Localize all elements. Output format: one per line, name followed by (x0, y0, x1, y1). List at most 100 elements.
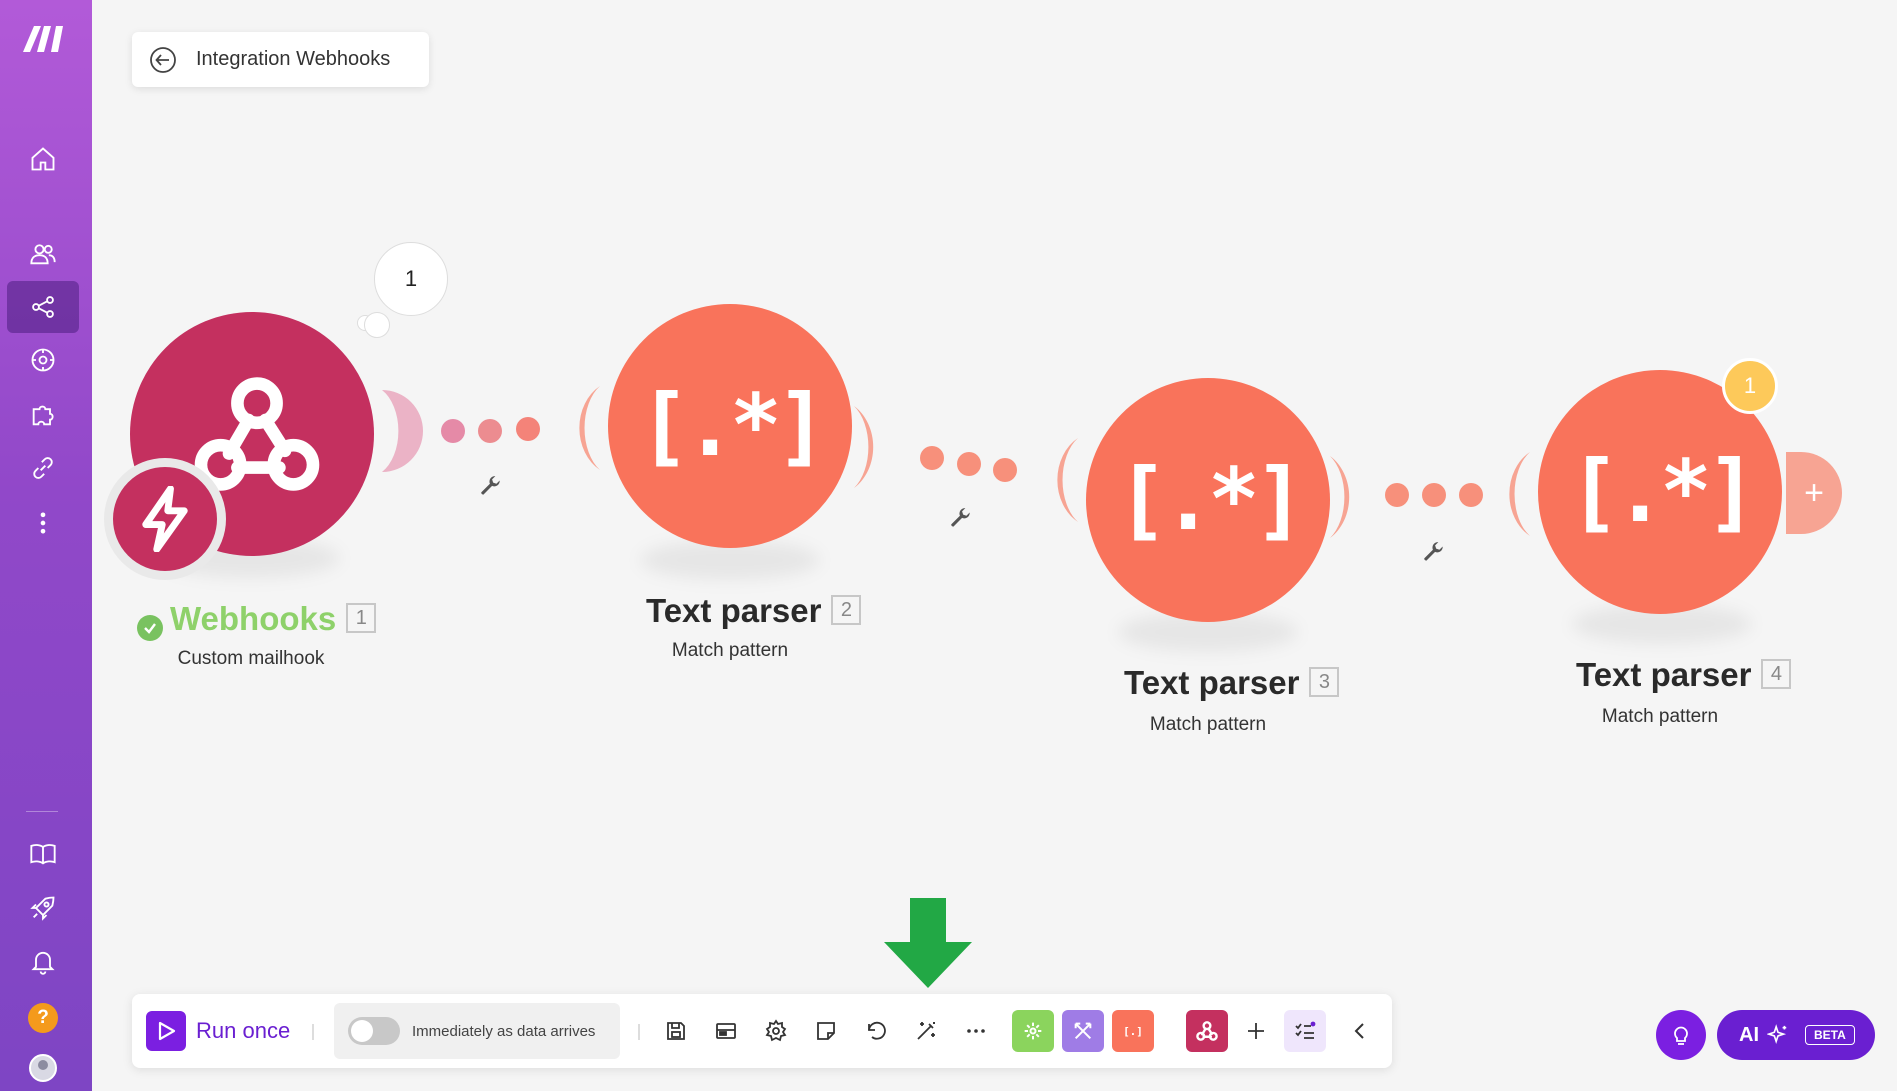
toolbar-separator (638, 1024, 640, 1040)
sidebar-item-team[interactable] (7, 228, 79, 280)
settings-button[interactable] (756, 1009, 796, 1053)
team-icon (30, 244, 56, 265)
add-module-icon[interactable]: + (1786, 452, 1842, 534)
bubble-medium (364, 312, 390, 338)
module-text-parser-3[interactable]: [.*] (1086, 378, 1330, 622)
wrench-icon[interactable] (948, 506, 974, 532)
wrench-icon[interactable] (478, 474, 504, 500)
notes-button[interactable] (806, 1009, 846, 1053)
module-number: 3 (1309, 667, 1340, 698)
save-button[interactable] (656, 1009, 696, 1053)
rocket-icon (30, 896, 55, 921)
flow-control-app-button[interactable] (1062, 1009, 1104, 1053)
sparkles-icon (1767, 1024, 1787, 1045)
module-title-text: Text parser (1124, 664, 1300, 701)
module-3-connector-out (1330, 456, 1350, 538)
run-once-label: Run once (196, 1018, 291, 1043)
instant-trigger-badge (104, 458, 226, 580)
toolbar-separator (312, 1024, 314, 1040)
module-2-connector-out (854, 406, 874, 488)
wrench-icon[interactable] (1421, 540, 1447, 566)
sidebar-item-scenarios[interactable] (7, 281, 79, 333)
module-subtitle: Match pattern (1601, 706, 1719, 727)
sidebar-item-home[interactable] (7, 133, 79, 185)
module-text-parser-2[interactable]: [.*] (608, 304, 852, 548)
sidebar-item-docs[interactable] (7, 828, 79, 880)
module-subtitle: Match pattern (1149, 714, 1267, 735)
sidebar-item-connections[interactable] (7, 442, 79, 494)
sidebar-divider (26, 811, 58, 812)
more-vertical-icon (40, 512, 46, 534)
module-title-text: Webhooks (170, 600, 337, 637)
module-webhooks[interactable] (130, 312, 374, 556)
avatar (29, 1054, 57, 1082)
sidebar-item-templates[interactable] (7, 334, 79, 386)
operations-bubble[interactable]: 1 (374, 242, 448, 316)
schedule-toggle[interactable] (348, 1017, 400, 1045)
ai-label: AI (1739, 1023, 1759, 1046)
help-icon: ? (28, 1003, 58, 1033)
sidebar-item-more[interactable] (7, 497, 79, 549)
module-title: Text parser 4 (1576, 656, 1792, 694)
connector-dot (441, 419, 465, 443)
save-icon (667, 1022, 685, 1040)
annotation-arrow-icon (884, 898, 972, 988)
link-icon (33, 457, 53, 479)
back-arrow-icon[interactable] (148, 45, 178, 75)
sidebar-item-launch[interactable] (7, 882, 79, 934)
webhooks-app-button[interactable] (1186, 1009, 1228, 1053)
auto-align-icon (917, 1022, 935, 1040)
error-count-badge[interactable]: 1 (1722, 358, 1778, 414)
checklist-icon (1284, 1010, 1326, 1052)
text-parser-icon: [.*] (1568, 442, 1757, 542)
lightning-icon (142, 486, 188, 552)
connector-dot (1422, 483, 1446, 507)
notes-icon (817, 1022, 835, 1040)
tools-app-button[interactable] (1012, 1009, 1054, 1053)
module-number: 1 (346, 603, 377, 634)
settings-icon (765, 1019, 787, 1042)
favorites-button[interactable] (1284, 1009, 1326, 1053)
undo-button[interactable] (856, 1009, 896, 1053)
module-title-text: Text parser (1576, 656, 1752, 693)
scenario-title[interactable]: Integration Webhooks (196, 48, 391, 70)
webhooks-icon (1186, 1010, 1228, 1052)
module-number: 4 (1761, 659, 1792, 690)
logo[interactable] (20, 22, 66, 54)
text-parser-app-button[interactable]: [.] (1112, 1009, 1154, 1053)
ai-assistant-button[interactable]: AI BETA (1717, 1010, 1875, 1060)
sidebar-item-apps[interactable] (7, 389, 79, 441)
undo-icon (868, 1021, 886, 1040)
text-parser-icon: [.] (1112, 1010, 1154, 1052)
text-parser-icon: [.*] (1116, 450, 1305, 550)
add-app-button[interactable] (1236, 1009, 1276, 1053)
module-title-text: Text parser (646, 592, 822, 629)
home-icon (31, 147, 55, 171)
lightbulb-icon (1674, 1026, 1688, 1045)
more-button[interactable] (956, 1009, 996, 1053)
hints-button[interactable] (1656, 1010, 1706, 1060)
run-once-button[interactable]: Run once (146, 1009, 296, 1053)
webhooks-icon (194, 377, 320, 491)
sidebar-item-notifications[interactable] (7, 935, 79, 987)
chevron-left-icon (1354, 1023, 1364, 1039)
play-icon (146, 1011, 186, 1051)
sidebar-item-help[interactable]: ? (7, 992, 79, 1044)
schedule-toggle-group[interactable]: Immediately as data arrives (334, 1003, 620, 1059)
auto-align-button[interactable] (906, 1009, 946, 1053)
collapse-toolbar-button[interactable] (1340, 1009, 1380, 1053)
more-icon (967, 1029, 985, 1033)
scheduling-button[interactable] (706, 1009, 746, 1053)
bell-icon (31, 951, 55, 975)
module-text parser-4[interactable]: [.*] (1538, 370, 1782, 614)
scenario-header: Integration Webhooks (132, 32, 429, 87)
connector-dot (1459, 483, 1483, 507)
scenario-toolbar: Run once Immediately as data arrives [.] (132, 994, 1392, 1068)
sidebar-item-profile[interactable] (7, 1046, 79, 1090)
connector-dot (993, 458, 1017, 482)
connector-dot (478, 419, 502, 443)
module-subtitle: Custom mailhook (177, 648, 325, 669)
tools-icon (1012, 1010, 1054, 1052)
scheduling-icon (716, 1023, 736, 1039)
